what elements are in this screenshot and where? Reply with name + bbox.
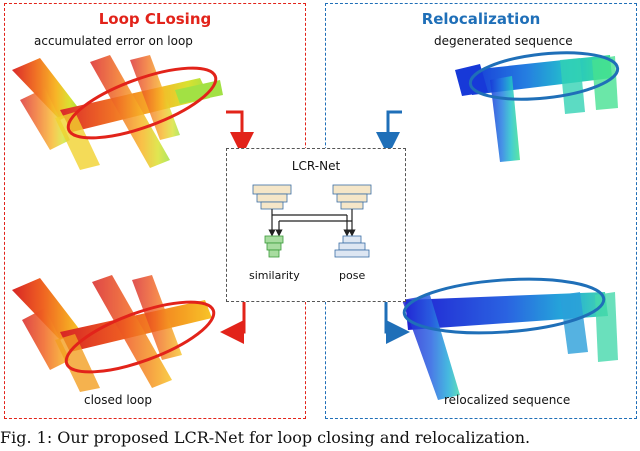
red-arrow-top xyxy=(226,110,254,156)
blue-arrow-top xyxy=(376,110,402,156)
degenerated-sequence-caption: degenerated sequence xyxy=(434,34,573,48)
similarity-label: similarity xyxy=(249,269,300,282)
accumulated-error-caption: accumulated error on loop xyxy=(34,34,193,48)
figure-caption: Fig. 1: Our proposed LCR-Net for loop cl… xyxy=(0,428,531,447)
closed-loop-caption: closed loop xyxy=(84,393,152,407)
lcr-net-box: LCR-Net similarity pose xyxy=(226,148,406,302)
bottom-left-point-cloud xyxy=(12,275,212,392)
top-left-point-cloud xyxy=(12,55,223,170)
lcr-net-title: LCR-Net xyxy=(291,159,341,173)
relocalized-sequence-caption: relocalized sequence xyxy=(444,393,571,407)
bottom-right-point-cloud xyxy=(402,292,618,400)
blue-arrow-bottom xyxy=(384,302,410,344)
lcr-net-architecture xyxy=(252,184,372,258)
red-arrow-bottom xyxy=(220,302,246,344)
loop-closing-title: Loop CLosing xyxy=(98,10,212,28)
pose-label: pose xyxy=(339,269,366,282)
relocalization-title: Relocalization xyxy=(421,10,541,28)
